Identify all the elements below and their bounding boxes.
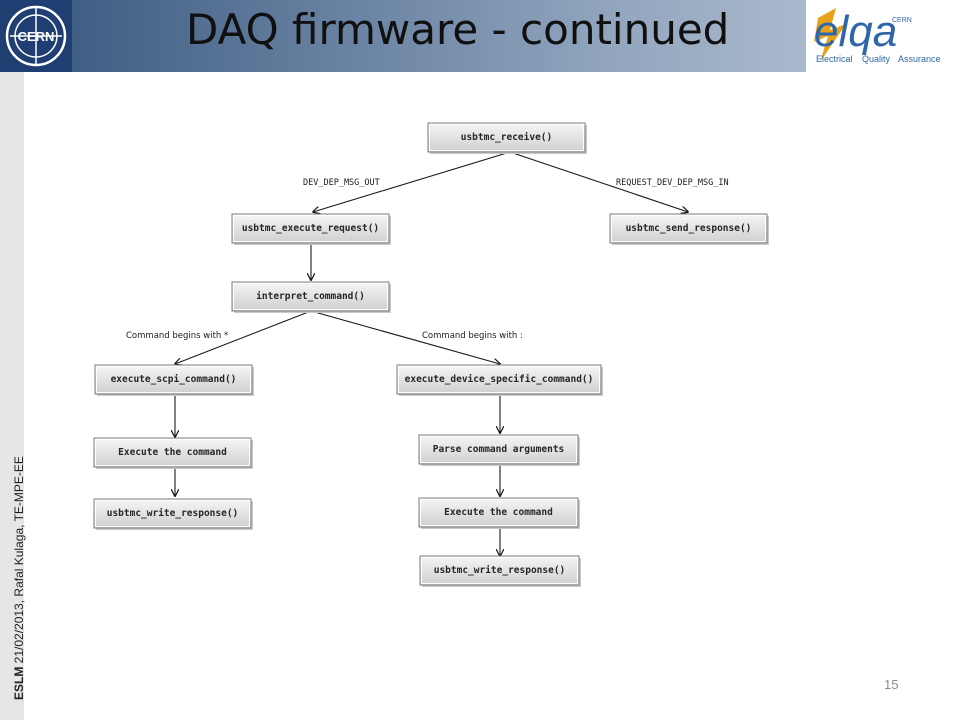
node-execute-the-command-left: Execute the command [93,437,253,469]
svg-text:usbtmc_execute_request(): usbtmc_execute_request() [242,223,379,234]
node-usbtmc-send-response: usbtmc_send_response() [609,213,769,245]
page-number: 15 [884,677,899,692]
slide-header: CERN DAQ firmware - continued elqa CERN … [0,0,960,72]
node-usbtmc-execute-request: usbtmc_execute_request() [231,213,391,245]
svg-text:usbtmc_write_response(): usbtmc_write_response() [107,508,239,519]
cern-logo-text: CERN [18,29,55,44]
edge-label-request-dev-dep-msg-in: REQUEST_DEV_DEP_MSG_IN [616,178,729,188]
elqa-logo: elqa CERN Electrical Quality Assurance [806,0,960,72]
elqa-word-electrical: Electrical [816,54,853,64]
edge-label-command-begins-star: Command begins with * [126,331,228,341]
svg-text:Execute the command: Execute the command [444,507,553,518]
cern-logo: CERN [0,0,72,72]
lightning-icon [814,8,846,62]
svg-text:usbtmc_receive(): usbtmc_receive() [461,132,553,143]
edge-label-command-begins-colon: Command begins with : [422,331,523,341]
svg-text:interpret_command(): interpret_command() [256,291,365,302]
edge-interpret-to-scpi [175,310,312,364]
node-execute-device-specific-command: execute_device_specific_command() [396,364,603,396]
elqa-logo-letters: elqa [814,7,897,56]
node-interpret-command: interpret_command() [231,281,391,313]
elqa-logo-cern: CERN [892,17,912,24]
page-title: DAQ firmware - continued [186,5,730,54]
left-sidebar [0,72,24,720]
svg-text:usbtmc_write_response(): usbtmc_write_response() [434,565,566,576]
svg-text:execute_device_specific_comman: execute_device_specific_command() [405,374,594,385]
elqa-word-assurance: Assurance [898,54,941,64]
node-execute-the-command-right: Execute the command [418,497,580,529]
svg-text:Execute the command: Execute the command [118,447,227,458]
edge-receive-to-execute-request [313,151,511,212]
edge-interpret-to-device-specific [310,310,500,364]
svg-text:usbtmc_send_response(): usbtmc_send_response() [626,223,752,234]
edge-label-dev-dep-msg-out: DEV_DEP_MSG_OUT [303,178,380,188]
node-parse-command-arguments: Parse command arguments [418,434,580,466]
node-usbtmc-receive: usbtmc_receive() [427,122,587,154]
svg-text:execute_scpi_command(): execute_scpi_command() [111,374,237,385]
node-usbtmc-write-response-left: usbtmc_write_response() [93,498,253,530]
node-execute-scpi-command: execute_scpi_command() [94,364,254,396]
elqa-word-quality: Quality [862,54,891,64]
svg-text:Parse command arguments: Parse command arguments [433,444,565,455]
edge-receive-to-send-response [509,151,688,212]
node-usbtmc-write-response-right: usbtmc_write_response() [419,555,581,587]
